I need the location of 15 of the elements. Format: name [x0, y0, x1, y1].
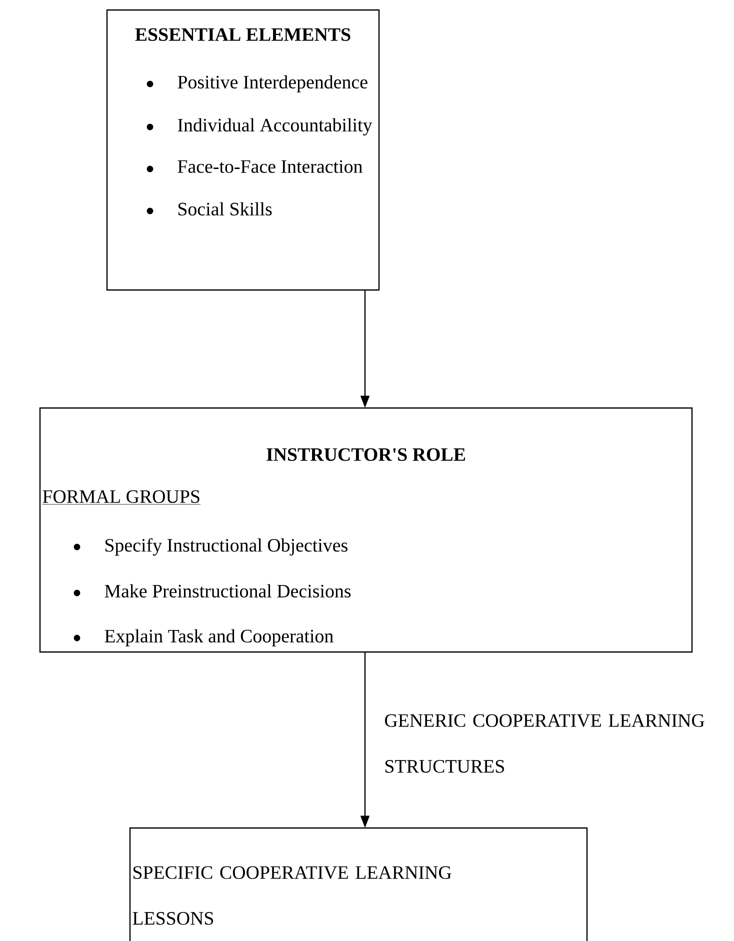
bullet-item: Make Preinstructional Decisions [104, 584, 351, 598]
heading: ESSENTIAL ELEMENTS [135, 28, 350, 41]
bullet-item: Social Skills [178, 202, 272, 216]
edge-label: GENERIC COOPERATIVE LEARNING STRUCTURES [384, 714, 704, 773]
box-text: SPECIFIC COOPERATIVE LEARNING LESSONS [132, 866, 452, 925]
text-box [129, 827, 588, 941]
bullet-item: Specify Instructional Objectives [105, 538, 348, 556]
bullet-item: Positive Interdependence [178, 75, 368, 92]
subheading: FORMAL GROUPS [42, 490, 201, 505]
heading: INSTRUCTOR'S ROLE [266, 448, 465, 461]
text-box [39, 407, 693, 653]
bullet-item: Individual Accountability [178, 118, 372, 136]
text-box [106, 9, 380, 291]
bullet-item: Face-to-Face Interaction [178, 160, 362, 173]
bullet-item: Explain Task and Cooperation [104, 629, 334, 646]
